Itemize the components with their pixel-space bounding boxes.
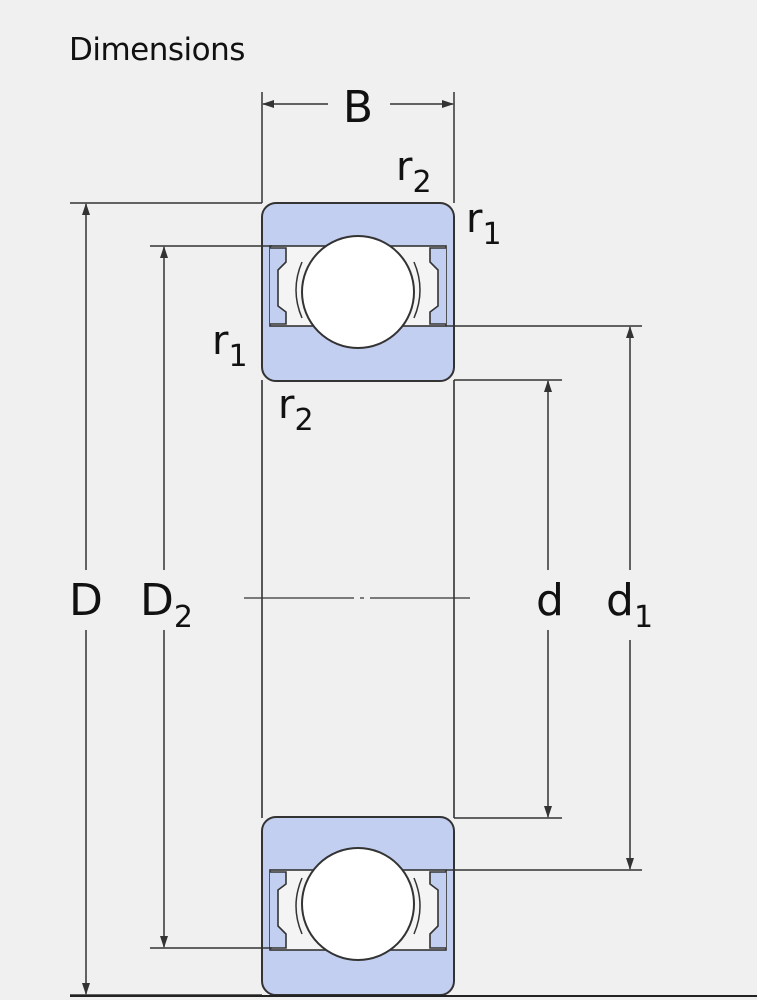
label-d1: d1 <box>606 575 653 635</box>
label-d-outer: D <box>69 575 103 626</box>
top-shield-right <box>429 247 446 325</box>
top-ball <box>301 235 415 349</box>
top-section <box>261 202 455 382</box>
bottom-ball <box>301 847 415 961</box>
label-r1-top: r1 <box>466 196 502 252</box>
label-b: B <box>343 82 373 133</box>
bottom-section <box>261 816 455 996</box>
top-cage-left <box>295 261 303 319</box>
bottom-cage-right <box>413 877 421 935</box>
bottom-shield-right <box>429 871 446 949</box>
bottom-shield-left <box>270 871 287 949</box>
label-r1-left: r1 <box>212 318 248 374</box>
label-d-bore: d <box>536 575 564 626</box>
label-r2-bottom: r2 <box>278 382 314 438</box>
top-shield-left <box>270 247 287 325</box>
top-cage-right <box>413 261 421 319</box>
label-d2: D2 <box>140 575 193 635</box>
dimensions-heading: Dimensions <box>69 32 245 68</box>
bottom-cage-left <box>295 877 303 935</box>
label-r2-top: r2 <box>396 144 432 200</box>
